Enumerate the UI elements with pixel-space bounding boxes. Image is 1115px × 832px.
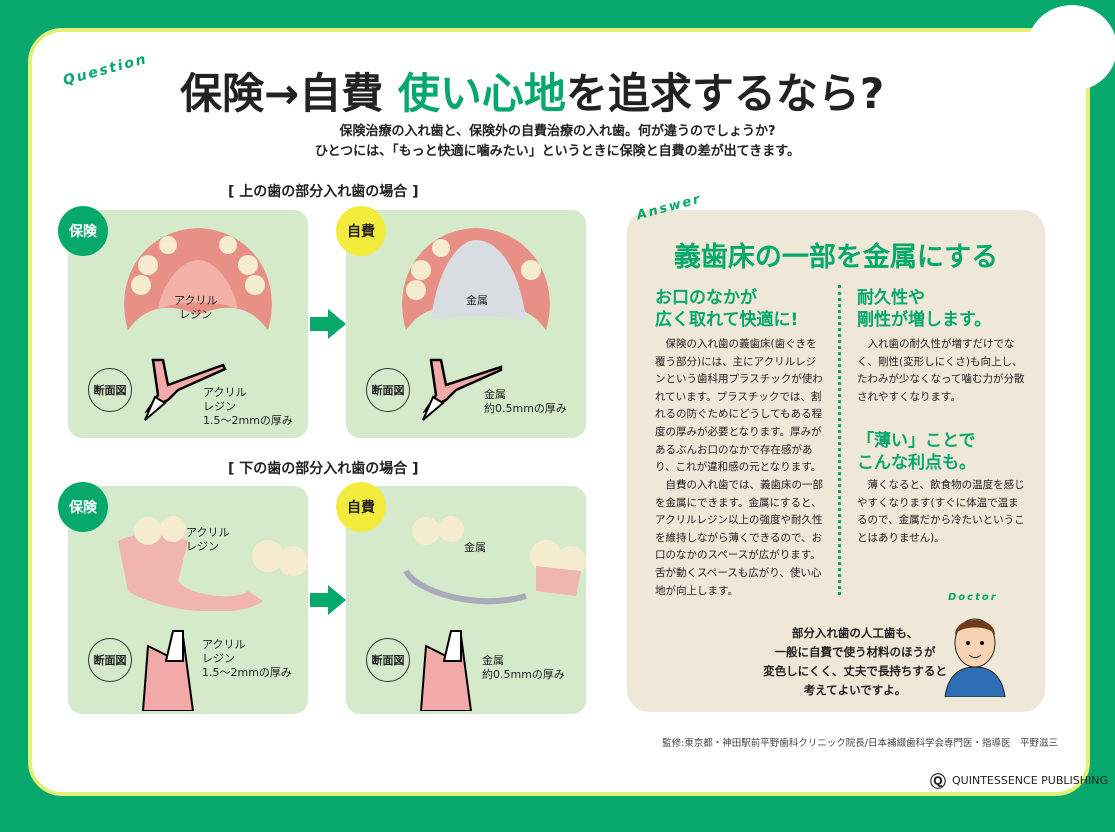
material-label: アクリル レジン [174, 294, 218, 321]
material-label: 金属 [464, 541, 486, 554]
upper-denture-resin-illustration [124, 228, 272, 330]
title-part1: 保険→自費 [180, 69, 398, 118]
cross-section-label: 断面図 [88, 368, 132, 412]
lower-denture-resin-illustration [118, 516, 308, 611]
upper-self-pay-panel: 自費 金属 断面図 金属 約0.5mmの厚み [336, 206, 586, 438]
publisher-mark-icon: Ⓠ [930, 772, 947, 791]
doctor-speech: 部分入れ歯の人工歯も、 一般に自費で使う材料のほうが 変色しにくく、丈夫で長持ち… [763, 626, 947, 697]
publisher-name: QUINTESSENCE PUBLISHING [952, 773, 1108, 787]
col2-heading1: 耐久性や 剛性が増します。 [857, 288, 992, 330]
lower-self-pay-panel: 自費 金属 断面図 金属 約0.5mmの厚み [336, 482, 586, 714]
cross-section-resin-icon [144, 358, 227, 421]
supervisor-credit: 監修:東京都・神田駅前平野歯科クリニック院長/日本補綴歯科学会専門医・指導医 平… [662, 738, 1058, 749]
thickness-note: 金属 約0.5mmの厚み [482, 654, 565, 681]
cross-section-resin-icon [141, 630, 195, 711]
material-label: アクリル レジン [186, 526, 230, 553]
insurance-badge: 保険 [58, 482, 108, 532]
lower-denture-metal-illustration [403, 516, 586, 605]
page-title: 保険→自費 使い心地を追求するなら? [180, 60, 884, 121]
cross-section-label: 断面図 [366, 638, 410, 682]
arrow-right-icon [310, 309, 346, 339]
self-pay-badge: 自費 [336, 482, 386, 532]
col2-paragraph2: 薄くなると、飲食物の温度を感じやすくなります(すぐに体温で温まるので、金属だから… [857, 479, 1025, 544]
doctor-tag: Doctor [948, 592, 998, 603]
col2-heading2: 「薄い」ことで こんな利点も。 [857, 431, 976, 473]
lower-section-title: [ 下の歯の部分入れ歯の場合 ] [228, 461, 419, 477]
material-label: 金属 [466, 294, 488, 307]
cross-section-metal-icon [419, 630, 473, 711]
col2-paragraph1: 入れ歯の耐久性が増すだけでなく、剛性(変形しにくさ)も向上し、たわみが少なくなっ… [857, 338, 1025, 403]
self-pay-badge: 自費 [336, 206, 386, 256]
upper-denture-metal-illustration [402, 228, 550, 330]
lower-insurance-panel: 保険 アクリル レジン 断面図 アクリル レジン 1.5〜2mmの厚み [58, 482, 308, 714]
upper-insurance-panel: 保険 アクリル レジン 断面図 アクリル レジン 1.5〜2mmの厚み [58, 206, 308, 438]
doctor-avatar [944, 618, 1006, 697]
corner-circle [1027, 5, 1115, 91]
col1-heading: お口のなかが 広く取れて快適に! [655, 288, 799, 330]
publisher-logo: Ⓠ QUINTESSENCE PUBLISHING [930, 768, 1108, 792]
insurance-badge: 保険 [58, 206, 108, 256]
subtitle-line1: 保険治療の入れ歯と、保険外の自費治療の入れ歯。何が違うのでしょうか? [339, 124, 776, 139]
answer-title: 義歯床の一部を金属にする [673, 242, 999, 273]
cross-section-metal-icon [422, 358, 503, 421]
thickness-note: アクリル レジン 1.5〜2mmの厚み [203, 386, 293, 427]
col1-paragraph1: 保険の入れ歯の義歯床(歯ぐきを覆う部分)には、主にアクリルレジンという歯科用プラ… [655, 338, 823, 474]
thickness-note: 金属 約0.5mmの厚み [484, 388, 567, 415]
title-part3: を追求するなら? [565, 69, 885, 118]
upper-section-title: [ 上の歯の部分入れ歯の場合 ] [228, 184, 419, 200]
column-divider [838, 285, 841, 595]
col1-paragraph2: 自費の入れ歯では、義歯床の一部を金属にできます。金属にすると、アクリルレジン以上… [655, 479, 823, 597]
thickness-note: アクリル レジン 1.5〜2mmの厚み [202, 638, 292, 679]
arrow-right-icon [310, 585, 346, 615]
cross-section-label: 断面図 [366, 368, 410, 412]
cross-section-label: 断面図 [88, 638, 132, 682]
subtitle-line2: ひとつには、「もっと快適に噛みたい」というときに保険と自費の差が出てきます。 [315, 144, 800, 159]
title-highlight: 使い心地 [397, 69, 566, 118]
